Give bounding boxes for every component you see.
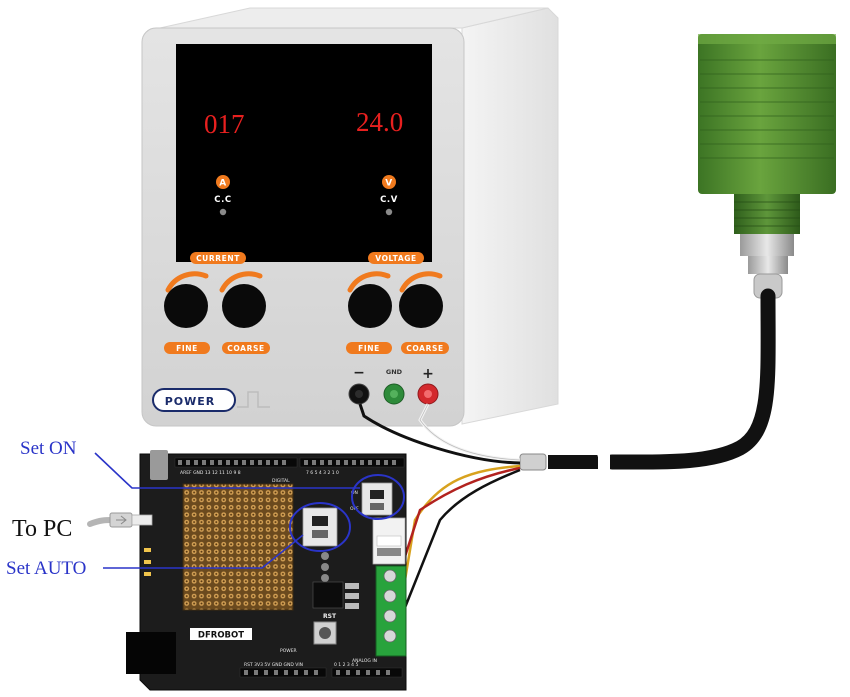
- gnd-label: GND: [386, 368, 403, 376]
- prototyping-area: [182, 483, 294, 611]
- reset-label: RST: [323, 613, 337, 620]
- voltage-unit-label: V: [385, 179, 393, 189]
- set-auto-annotation: Set AUTO: [6, 558, 86, 579]
- usb-cable: [87, 512, 153, 528]
- digital-label: DIGITAL: [272, 478, 290, 484]
- voltage-coarse-knob[interactable]: [399, 284, 443, 328]
- current-unit-label: A: [219, 179, 227, 189]
- voltage-mode-label: C.V: [380, 195, 398, 205]
- power-supply: 017 24.0 A C.C V C.V CURRENT FINE COARSE…: [141, 7, 559, 427]
- current-coarse-knob[interactable]: [222, 284, 266, 328]
- sensor-thread: [734, 194, 800, 234]
- set-on-leader: [94, 452, 360, 489]
- dfrobot-board: AREF GND 13 12 11 10 9 8 7 6 5 4 3 2 1 0…: [126, 450, 407, 691]
- power-header-label: POWER: [280, 648, 297, 654]
- current-coarse-pill: [222, 342, 270, 354]
- to-pc-annotation: To PC: [12, 516, 72, 542]
- current-mode-led: [219, 208, 227, 216]
- usb-symbol-icon: [116, 515, 127, 525]
- voltage-coarse-label: COARSE: [406, 344, 443, 353]
- chip: [312, 581, 344, 609]
- current-section-label: CURRENT: [196, 254, 240, 263]
- power-button-label: POWER: [165, 395, 216, 408]
- svg-text:0 1 2 3 4 5: 0 1 2 3 4 5: [334, 662, 358, 668]
- voltage-fine-label: FINE: [358, 344, 380, 353]
- voltage-fine-pill: [346, 342, 392, 354]
- set-on-annotation: Set ON: [20, 438, 77, 459]
- ultrasonic-sensor: [698, 34, 836, 299]
- sensor-cable: [358, 288, 776, 611]
- current-fine-knob[interactable]: [164, 284, 208, 328]
- annotations: Set ON To PC Set AUTO: [6, 438, 405, 579]
- switch-on-label: ON: [351, 490, 358, 496]
- plus-label: +: [422, 366, 434, 382]
- auto-switch[interactable]: [302, 507, 338, 547]
- set-on-highlight: [351, 474, 405, 520]
- current-fine-label: FINE: [176, 344, 198, 353]
- svg-text:RST 3V3 5V GND GND VIN: RST 3V3 5V GND GND VIN: [244, 662, 303, 668]
- voltage-reading: 24.0: [356, 107, 403, 137]
- brand-badge: [190, 628, 252, 640]
- sensor-body: [698, 34, 836, 194]
- set-auto-highlight: [289, 502, 351, 552]
- voltage-coarse-pill: [401, 342, 449, 354]
- current-reading: 017: [204, 109, 245, 139]
- cable-connector: [519, 453, 547, 471]
- voltage-mode-led: [385, 208, 393, 216]
- power-button[interactable]: [152, 388, 236, 412]
- current-unit-badge: [216, 175, 230, 189]
- svg-text:7 6 5 4 3 2 1 0: 7 6 5 4 3 2 1 0: [306, 470, 339, 476]
- power-switch-symbol-icon: [237, 391, 270, 408]
- svg-text:AREF GND 13 12 11 10 9 8: AREF GND 13 12 11 10 9 8: [180, 470, 241, 476]
- brand-label: DFROBOT: [198, 631, 244, 641]
- current-coarse-label: COARSE: [227, 344, 264, 353]
- analog-label: ANALOG IN: [352, 658, 377, 664]
- current-mode-label: C.C: [214, 195, 232, 205]
- current-section-pill: [190, 252, 246, 264]
- voltage-fine-knob[interactable]: [348, 284, 392, 328]
- set-auto-leader: [103, 534, 304, 569]
- current-fine-pill: [164, 342, 210, 354]
- dc-jack: [126, 632, 176, 674]
- voltage-section-label: VOLTAGE: [375, 254, 416, 263]
- display-panel: [176, 44, 432, 262]
- voltage-unit-badge: [382, 175, 396, 189]
- switch-off-label: OFF: [350, 506, 359, 512]
- minus-label: −: [353, 365, 365, 381]
- usb-port: [150, 450, 168, 480]
- voltage-section-pill: [368, 252, 424, 264]
- sensor-nut: [740, 234, 794, 256]
